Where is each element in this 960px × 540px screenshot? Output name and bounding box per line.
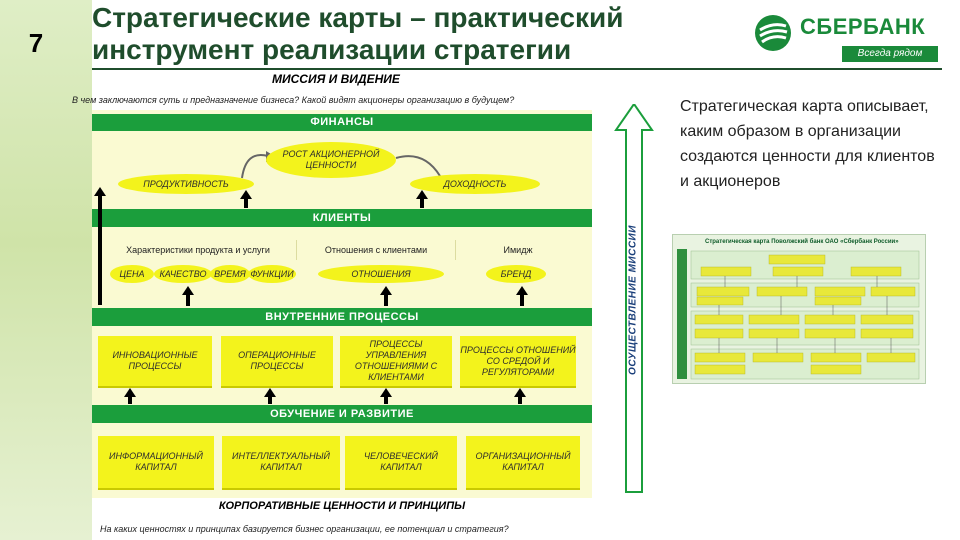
customers-arrow-left-line: [186, 292, 190, 306]
brand-name: СБЕРБАНК: [800, 14, 926, 39]
human-capital-box: ЧЕЛОВЕЧЕСКИЙ КАПИТАЛ: [345, 436, 457, 490]
customers-arrow-left-icon: [182, 286, 194, 295]
strategy-map-description: Стратегическая карта описывает, каким об…: [680, 98, 935, 190]
quality-goal: КАЧЕСТВО: [154, 265, 212, 283]
information-capital-box: ИНФОРМАЦИОННЫЙ КАПИТАЛ: [98, 436, 214, 490]
title-line-2: инструмент реализации стратегии: [92, 34, 572, 65]
sberbank-logo: СБЕРБАНК Всегда рядом: [752, 12, 942, 68]
internal-arrow-2-line: [268, 394, 272, 404]
brand-tagline: Всегда рядом: [842, 46, 938, 62]
mission-execution-text: ОСУЩЕСТВЛЕНИЕ МИССИИ: [627, 225, 639, 375]
function-goal: ФУНКЦИИ: [248, 265, 296, 283]
internal-arrow-1-line: [128, 394, 132, 404]
customers-header: КЛИЕНТЫ: [92, 209, 592, 227]
thumbnail-title: Стратегическая карта Поволжский банк ОАО…: [705, 239, 899, 245]
learning-growth-header: ОБУЧЕНИЕ И РАЗВИТИЕ: [92, 405, 592, 423]
customers-arrow-mid-line: [384, 292, 388, 306]
productivity-arrow-head-icon: [240, 190, 252, 199]
price-goal: ЦЕНА: [110, 265, 154, 283]
mission-upward-arrow-icon: [614, 104, 654, 493]
revenue-arrow-head-icon: [416, 190, 428, 199]
left-vertical-arrow-line: [98, 195, 102, 305]
corporate-values-label: КОРПОРАТИВНЫЕ ЦЕННОСТИ И ПРИНЦИПЫ: [218, 500, 466, 512]
innovation-processes-box: ИННОВАЦИОННЫЕ ПРОЦЕССЫ: [98, 336, 212, 388]
regulatory-processes-box: ПРОЦЕССЫ ОТНОШЕНИЙ СО СРЕДОЙ И РЕГУЛЯТОР…: [460, 336, 576, 388]
image-header: Имидж: [456, 240, 580, 260]
page-title: Стратегические карты – практический инст…: [92, 2, 732, 66]
title-line-1: Стратегические карты – практический: [92, 2, 624, 33]
title-divider: [92, 68, 942, 70]
customers-arrow-right-line: [520, 292, 524, 306]
internal-arrow-1-icon: [124, 388, 136, 397]
sberbank-logo-icon: [755, 15, 791, 51]
operational-processes-box: ОПЕРАЦИОННЫЕ ПРОЦЕССЫ: [221, 336, 333, 388]
shareholder-value-goal: РОСТ АКЦИОНЕРНОЙ ЦЕННОСТИ: [266, 142, 396, 178]
left-background-strip: [0, 0, 92, 540]
finance-header: ФИНАНСЫ: [92, 114, 592, 131]
intellectual-capital-box: ИНТЕЛЛЕКТУАЛЬНЫЙ КАПИТАЛ: [222, 436, 340, 490]
product-characteristics-header: Характеристики продукта и услуги: [100, 240, 297, 260]
customers-arrow-right-icon: [516, 286, 528, 295]
question-bottom: На каких ценностях и принципах базируетс…: [100, 524, 509, 534]
customer-relations-header: Отношения с клиентами: [297, 240, 456, 260]
customers-arrow-mid-icon: [380, 286, 392, 295]
organizational-capital-box: ОРГАНИЗАЦИОННЫЙ КАПИТАЛ: [466, 436, 580, 490]
internal-processes-header: ВНУТРЕННИЕ ПРОЦЕССЫ: [92, 308, 592, 326]
thumbnail-map-graphic: [677, 249, 920, 380]
question-top: В чем заключаются суть и предназначение …: [72, 95, 515, 105]
time-goal: ВРЕМЯ: [210, 265, 250, 283]
mission-label: МИССИЯ И ВИДЕНИЕ: [272, 72, 400, 86]
strategy-map-thumbnail: Стратегическая карта Поволжский банк ОАО…: [672, 234, 926, 384]
productivity-goal: ПРОДУКТИВНОСТЬ: [118, 174, 254, 194]
internal-arrow-4-line: [518, 394, 522, 404]
mission-execution-label: ОСУЩЕСТВЛЕНИЕ МИССИИ: [618, 200, 648, 400]
revenue-arrow-line: [420, 196, 424, 208]
internal-arrow-3-line: [384, 394, 388, 404]
internal-arrow-4-icon: [514, 388, 526, 397]
left-arrow-head-icon: [94, 187, 106, 196]
slide-number: 7: [28, 28, 44, 58]
relations-goal: ОТНОШЕНИЯ: [318, 265, 444, 283]
internal-arrow-2-icon: [264, 388, 276, 397]
customer-management-processes-box: ПРОЦЕССЫ УПРАВЛЕНИЯ ОТНОШЕНИЯМИ С КЛИЕНТ…: [340, 336, 452, 388]
productivity-arrow-line: [244, 196, 248, 208]
brand-goal: БРЕНД: [486, 265, 546, 283]
internal-arrow-3-icon: [380, 388, 392, 397]
revenue-goal: ДОХОДНОСТЬ: [410, 174, 540, 194]
